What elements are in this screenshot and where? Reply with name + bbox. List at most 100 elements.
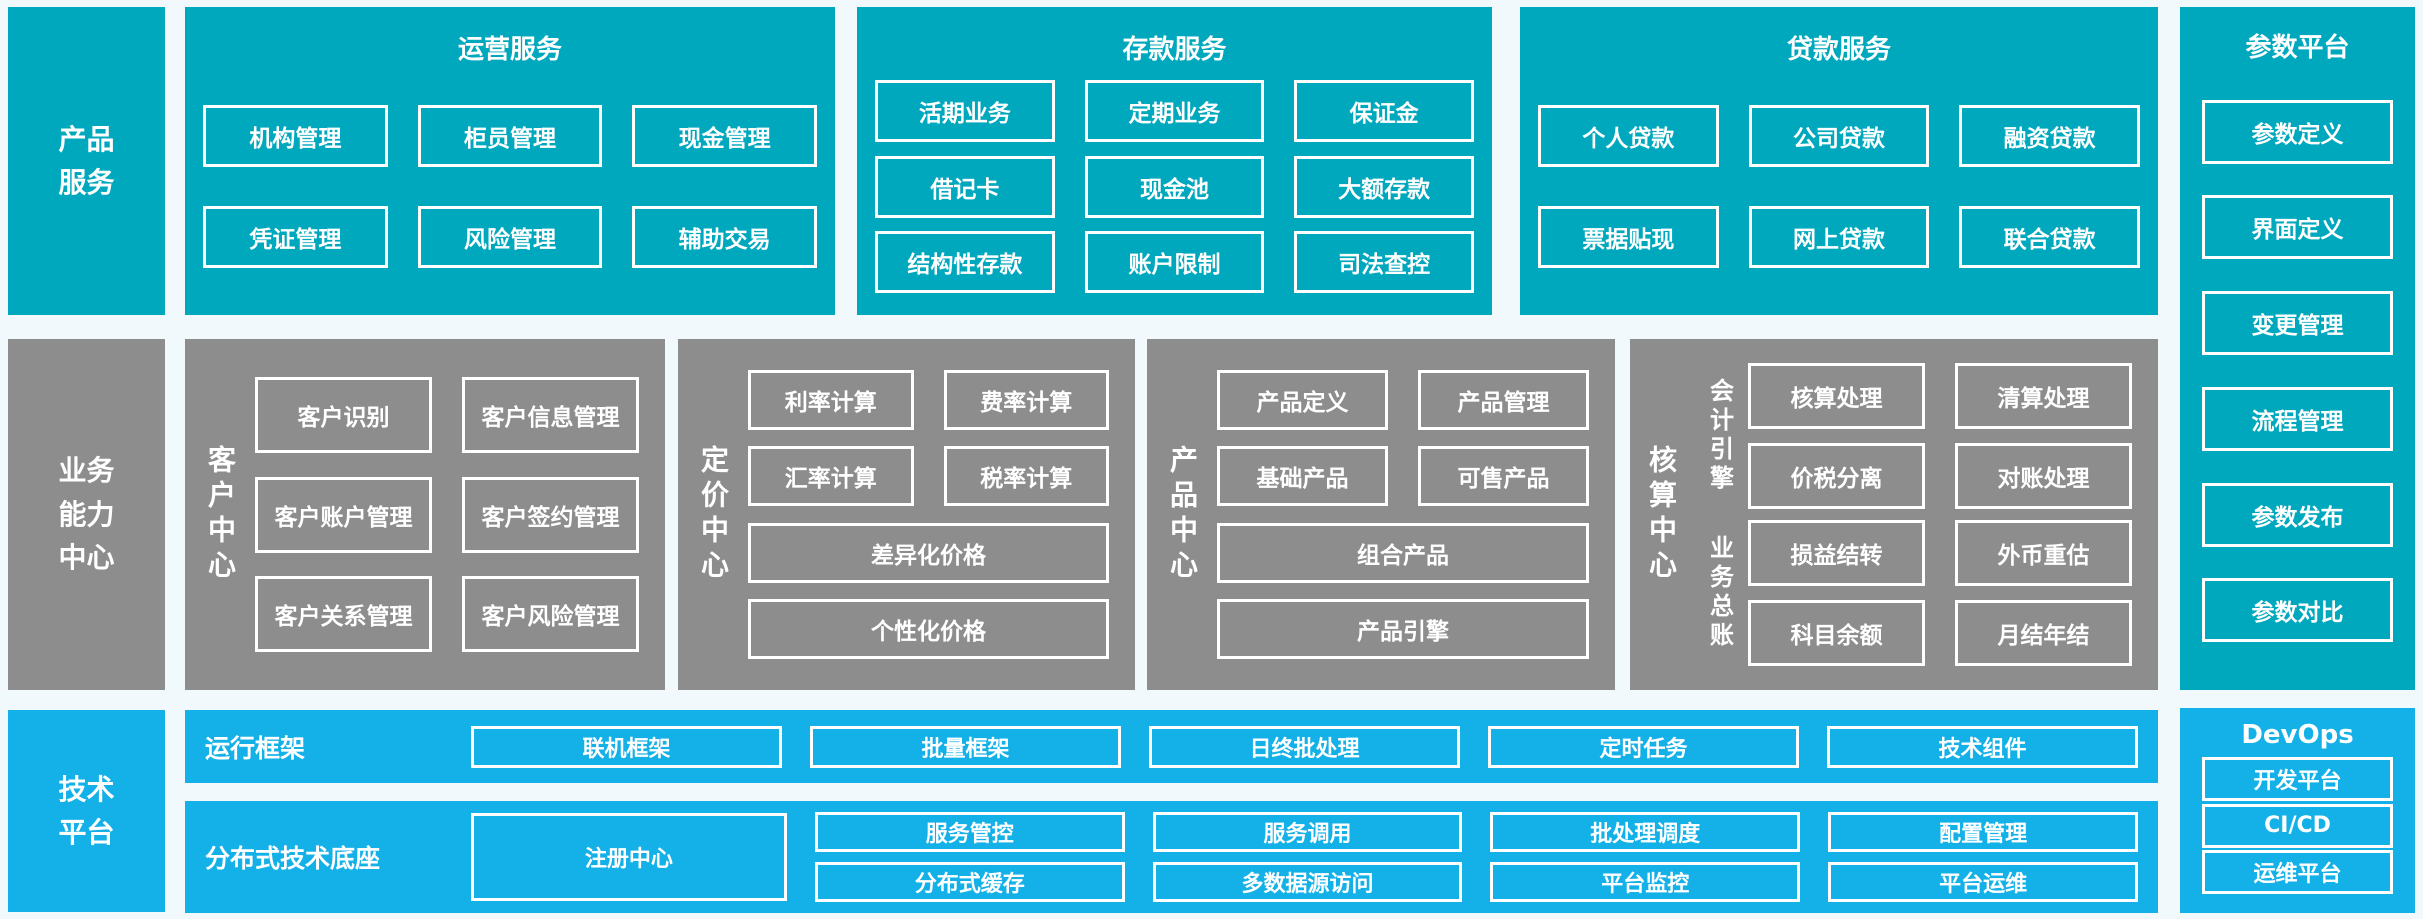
node-config-management: 配置管理: [1828, 812, 2138, 852]
center-accounting: 核算中心 会计引擎 核算处理 清算处理 价税分离 对账处理 业务总账: [1630, 339, 2158, 690]
node-product-management: 产品管理: [1418, 369, 1589, 430]
loan-services-title: 贷款服务: [1786, 35, 1891, 65]
rail-tech-platform-label: 技术平台: [58, 772, 115, 849]
panel-devops: DevOps 开发平台 CI/CD 运维平台: [2180, 708, 2415, 913]
node-batch-scheduling: 批处理调度: [1490, 812, 1801, 852]
node-interest-rate-calc: 利率计算: [748, 369, 914, 430]
node-customer-risk-management: 客户风险管理: [462, 576, 639, 653]
node-clearing-processing: 清算处理: [1955, 363, 2132, 430]
accounting-engine-label: 会计引擎: [1705, 378, 1734, 495]
customer-center-label: 客户中心: [204, 444, 237, 585]
node-param-release: 参数发布: [2202, 482, 2393, 547]
node-exchange-rate-calc: 汇率计算: [748, 446, 914, 507]
node-tax-rate-calc: 税率计算: [943, 446, 1109, 507]
node-debit-card: 借记卡: [875, 155, 1055, 218]
node-service-invocation: 服务调用: [1152, 812, 1463, 852]
node-structured-deposit: 结构性存款: [875, 231, 1055, 294]
node-syndicated-loan: 联合贷款: [1959, 206, 2141, 268]
business-ledger-label: 业务总账: [1705, 534, 1734, 651]
node-fee-rate-calc: 费率计算: [943, 369, 1109, 430]
node-margin-deposit: 保证金: [1294, 79, 1475, 142]
node-dev-platform: 开发平台: [2202, 756, 2393, 801]
node-ops-platform: 运维平台: [2202, 850, 2393, 895]
node-corporate-loan: 公司贷款: [1748, 105, 1930, 167]
rail-product-services-label: 产品服务: [58, 122, 115, 199]
node-distributed-cache: 分布式缓存: [814, 862, 1125, 902]
node-customer-account-management: 客户账户管理: [255, 476, 432, 553]
runtime-framework-label: 运行框架: [205, 733, 306, 763]
node-personal-loan: 个人贷款: [1538, 105, 1719, 167]
node-basic-product: 基础产品: [1217, 446, 1388, 507]
panel-parameter-platform: 参数平台 参数定义 界面定义 变更管理 流程管理 参数发布 参数对比: [2180, 7, 2415, 690]
pricing-center-label: 定价中心: [697, 444, 730, 585]
product-center-label: 产品中心: [1166, 444, 1199, 585]
node-teller-management: 柜员管理: [417, 105, 603, 167]
node-process-management: 流程管理: [2202, 386, 2393, 451]
node-profit-loss-carryover: 损益结转: [1748, 519, 1925, 586]
node-account-restriction: 账户限制: [1084, 231, 1265, 294]
node-auxiliary-transaction: 辅助交易: [632, 206, 818, 268]
block-operation-services: 运营服务 机构管理 柜员管理 现金管理 凭证管理 风险管理 辅助交易: [185, 7, 835, 315]
node-customer-relation-management: 客户关系管理: [255, 576, 432, 653]
node-demand-deposit: 活期业务: [875, 79, 1055, 142]
strip-distributed-base: 分布式技术底座 注册中心 服务管控 分布式缓存 服务调用 多数据源访问 批处理调…: [185, 801, 2158, 913]
node-param-compare: 参数对比: [2202, 578, 2393, 643]
node-customer-info-management: 客户信息管理: [462, 376, 639, 453]
devops-title: DevOps: [2241, 720, 2354, 750]
node-product-definition: 产品定义: [1217, 369, 1388, 430]
node-subject-balance: 科目余额: [1748, 599, 1925, 666]
node-customer-identification: 客户识别: [255, 376, 432, 453]
node-personalized-pricing: 个性化价格: [748, 599, 1109, 660]
node-large-deposit: 大额存款: [1294, 155, 1475, 218]
node-accounting-processing: 核算处理: [1748, 363, 1925, 430]
node-change-management: 变更管理: [2202, 291, 2393, 356]
center-customer: 客户中心 客户识别 客户信息管理 客户账户管理 客户签约管理 客户关系管理 客户…: [185, 339, 665, 690]
deposit-services-title: 存款服务: [1122, 35, 1227, 65]
parameter-platform-title: 参数平台: [2245, 33, 2350, 63]
rail-tech-platform: 技术平台: [8, 710, 165, 912]
node-multi-datasource-access: 多数据源访问: [1152, 862, 1463, 902]
accounting-center-label: 核算中心: [1645, 444, 1678, 585]
node-batch-framework: 批量框架: [810, 725, 1121, 768]
node-financing-loan: 融资贷款: [1959, 105, 2141, 167]
node-voucher-management: 凭证管理: [203, 206, 388, 268]
node-fx-revaluation: 外币重估: [1955, 519, 2132, 586]
node-reconciliation-processing: 对账处理: [1955, 443, 2132, 510]
node-org-management: 机构管理: [203, 105, 388, 167]
node-judicial-control: 司法查控: [1294, 231, 1475, 294]
rail-product-services: 产品服务: [8, 7, 165, 315]
node-cash-management: 现金管理: [632, 105, 818, 167]
node-registry-center: 注册中心: [471, 813, 787, 901]
node-time-deposit: 定期业务: [1084, 79, 1265, 142]
group-accounting-engine: 会计引擎 核算处理 清算处理 价税分离 对账处理: [1692, 363, 2132, 510]
operation-services-title: 运营服务: [457, 35, 562, 65]
node-platform-monitoring: 平台监控: [1490, 862, 1801, 902]
node-product-engine: 产品引擎: [1217, 599, 1589, 660]
node-param-definition: 参数定义: [2202, 99, 2393, 164]
block-loan-services: 贷款服务 个人贷款 公司贷款 融资贷款 票据贴现 网上贷款 联合贷款: [1520, 7, 2158, 315]
node-ci-cd: CI/CD: [2202, 803, 2393, 848]
node-customer-contract-management: 客户签约管理: [462, 476, 639, 553]
rail-business-capability-label: 业务能力中心: [58, 454, 115, 575]
node-composite-product: 组合产品: [1217, 522, 1589, 583]
node-bill-discount: 票据贴现: [1538, 206, 1719, 268]
node-differentiated-pricing: 差异化价格: [748, 522, 1109, 583]
center-product: 产品中心 产品定义 产品管理 基础产品 可售产品 组合产品 产品引擎: [1147, 339, 1615, 690]
rail-business-capability-center: 业务能力中心: [8, 339, 165, 690]
node-online-loan: 网上贷款: [1748, 206, 1930, 268]
center-pricing: 定价中心 利率计算 费率计算 汇率计算 税率计算 差异化价格 个性化价格: [678, 339, 1135, 690]
group-business-ledger: 业务总账 损益结转 外币重估 科目余额 月结年结: [1692, 519, 2132, 666]
node-tech-component: 技术组件: [1827, 725, 2138, 768]
node-cash-pool: 现金池: [1084, 155, 1265, 218]
block-deposit-services: 存款服务 活期业务 定期业务 保证金 借记卡 现金池 大额存款 结构性存款 账户…: [857, 7, 1492, 315]
distributed-base-label: 分布式技术底座: [205, 844, 381, 873]
node-online-framework: 联机框架: [471, 725, 782, 768]
node-price-tax-separation: 价税分离: [1748, 443, 1925, 510]
node-eod-batch: 日终批处理: [1149, 725, 1460, 768]
node-sellable-product: 可售产品: [1418, 446, 1589, 507]
node-risk-management: 风险管理: [417, 206, 603, 268]
strip-runtime-framework: 运行框架 联机框架 批量框架 日终批处理 定时任务 技术组件: [185, 710, 2158, 783]
node-scheduled-task: 定时任务: [1488, 725, 1799, 768]
node-platform-operations: 平台运维: [1828, 862, 2138, 902]
